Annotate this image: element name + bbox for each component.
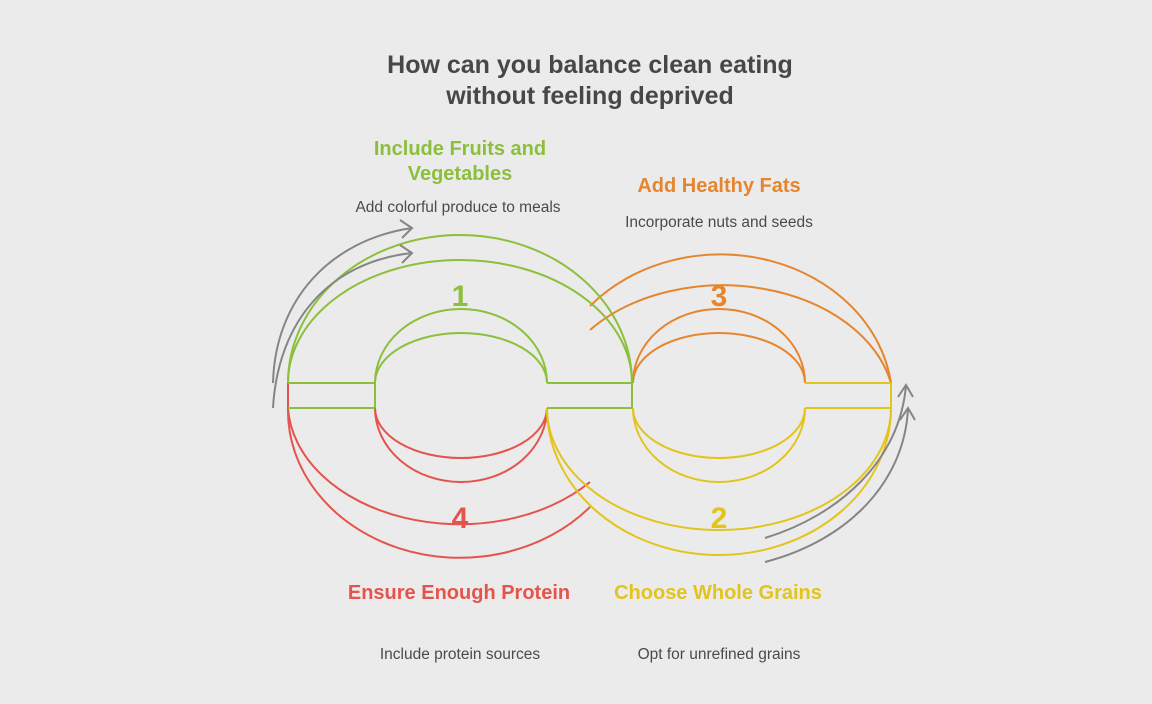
step-4-description: Include protein sources — [379, 646, 541, 663]
segment-2-arcs — [546, 382, 892, 556]
step-1-number: 1 — [451, 280, 469, 313]
cycle-arrow-left — [272, 219, 414, 409]
step-3-number: 3 — [710, 280, 728, 313]
step-1-description: Add colorful produce to meals — [355, 199, 561, 216]
cycle-arrow-right — [764, 383, 916, 563]
step-3-description: Incorporate nuts and seeds — [625, 214, 813, 231]
step-2-description: Opt for unrefined grains — [637, 646, 801, 663]
step-4-heading: Ensure Enough Protein — [347, 582, 571, 604]
segment-3-arcs — [589, 253, 892, 384]
step-1-heading: Include Fruits and Vegetables — [373, 138, 547, 185]
step-4-number: 4 — [451, 502, 469, 535]
segment-1-arcs — [287, 234, 633, 409]
diagram-title: How can you balance clean eating without… — [387, 51, 793, 110]
step-2-heading: Choose Whole Grains — [614, 582, 822, 604]
segment-4-arcs — [286, 383, 591, 559]
step-3-heading: Add Healthy Fats — [637, 175, 801, 197]
step-2-number: 2 — [710, 502, 728, 535]
